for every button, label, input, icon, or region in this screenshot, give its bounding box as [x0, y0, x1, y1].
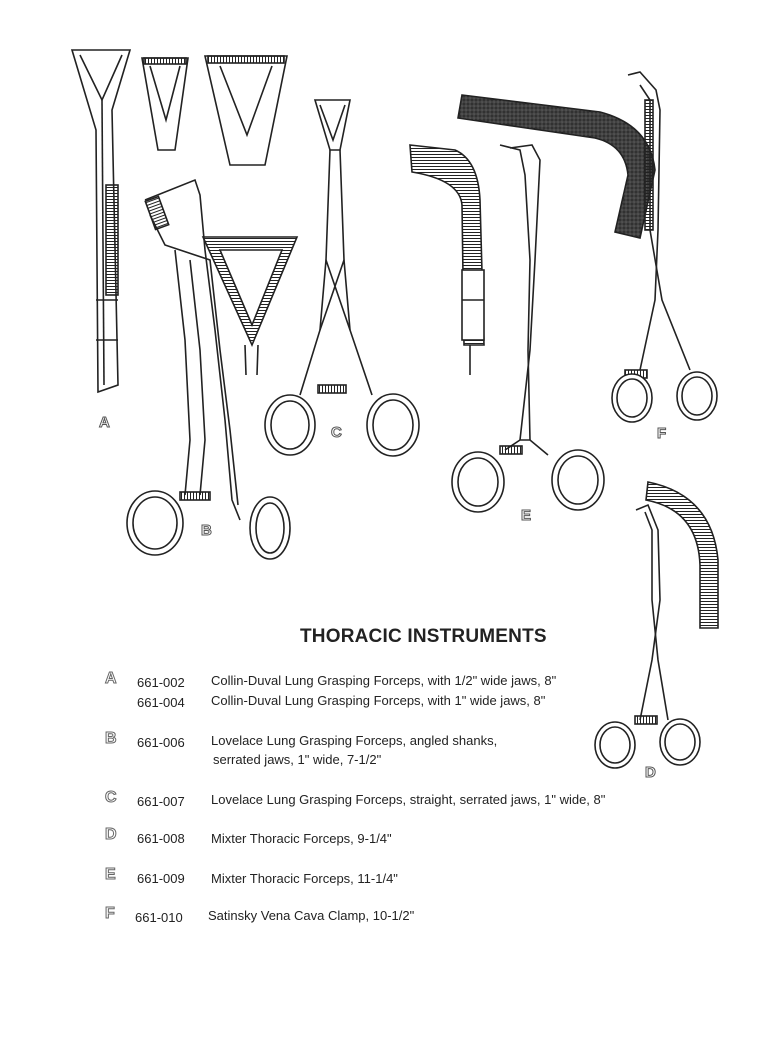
- item-desc-continued: serrated jaws, 1" wide, 7-1/2": [213, 752, 382, 767]
- instrument-a: [70, 49, 132, 394]
- item-code: 661-010: [135, 910, 183, 925]
- jaw-detail-checkered: [457, 94, 656, 239]
- jaw-detail-angled-tube: [409, 144, 485, 375]
- item-letter: F: [105, 905, 116, 923]
- item-desc: Lovelace Lung Grasping Forceps, angled s…: [211, 733, 498, 748]
- item-letter: A: [105, 670, 118, 688]
- instrument-b: [126, 178, 291, 560]
- instrument-c: [264, 99, 420, 457]
- item-code: 661-002: [137, 675, 185, 690]
- item-code: 661-007: [137, 794, 185, 809]
- jaw-detail-triangle: [201, 236, 299, 376]
- instrument-d: [594, 503, 701, 769]
- item-desc: Mixter Thoracic Forceps, 9-1/4": [211, 831, 392, 846]
- item-letter: C: [105, 789, 118, 807]
- instrument-e: [451, 144, 605, 513]
- instrument-f: [611, 71, 718, 423]
- item-desc: Collin-Duval Lung Grasping Forceps, with…: [211, 693, 546, 708]
- figure-label-b: B: [201, 522, 213, 540]
- item-letter: D: [105, 826, 118, 844]
- figure-label-a: A: [99, 414, 111, 432]
- figure-label-d: D: [645, 764, 657, 782]
- item-code: 661-004: [137, 695, 185, 710]
- item-desc: Satinsky Vena Cava Clamp, 10-1/2": [208, 908, 415, 923]
- item-letter: E: [105, 866, 117, 884]
- item-code: 661-009: [137, 871, 185, 886]
- item-letter: B: [105, 730, 118, 748]
- jaw-detail-curved-serrated: [645, 481, 719, 629]
- figure-label-c: C: [331, 424, 343, 442]
- item-code: 661-006: [137, 735, 185, 750]
- jaw-detail-half-inch: [141, 57, 189, 151]
- item-desc: Lovelace Lung Grasping Forceps, straight…: [211, 792, 606, 807]
- jaw-detail-one-inch: [203, 55, 288, 166]
- figure-label-f: F: [656, 425, 667, 443]
- item-desc: Mixter Thoracic Forceps, 11-1/4": [211, 871, 398, 886]
- item-code: 661-008: [137, 831, 185, 846]
- figure-label-e: E: [520, 507, 532, 525]
- item-desc: Collin-Duval Lung Grasping Forceps, with…: [211, 673, 557, 688]
- page-title: THORACIC INSTRUMENTS: [300, 626, 547, 647]
